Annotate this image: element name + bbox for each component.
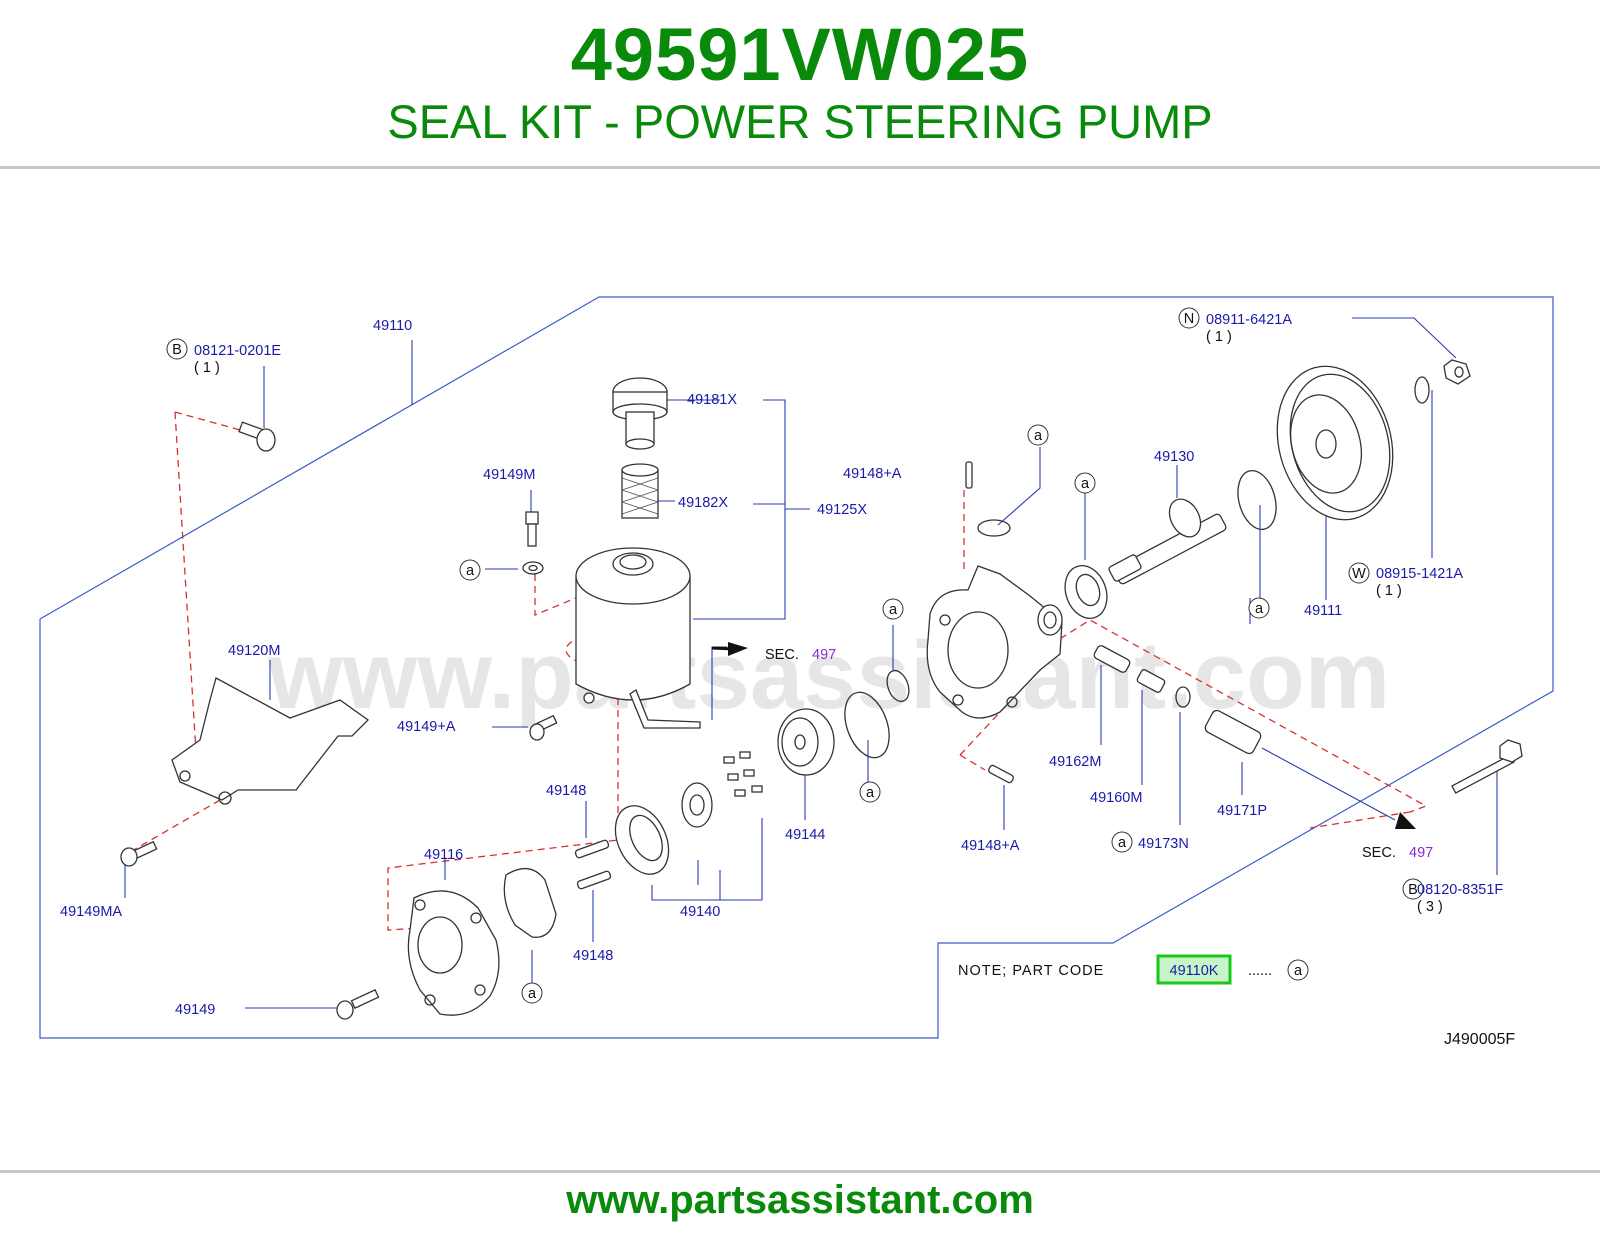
- nut-drawing: [1443, 359, 1471, 385]
- dowel-pins-drawing: [574, 839, 612, 890]
- bolt-49149-drawing: [336, 989, 380, 1020]
- label-49148A-top: 49148+A: [843, 466, 902, 482]
- label-49160M: 49160M: [1090, 790, 1142, 806]
- footer-divider: [0, 1170, 1600, 1173]
- bolt-49149MA-drawing: [120, 840, 158, 867]
- note-code: 49110K: [1170, 963, 1219, 979]
- part-labels: 49110 08121-0201E ( 1 ) 49181X 49182X 49…: [60, 312, 1503, 1018]
- o-rings-drawing: [844, 519, 1191, 759]
- bolt-08120-drawing: [1451, 739, 1523, 794]
- pressure-plate-drawing: [777, 708, 835, 776]
- cam-ring-drawing: [614, 782, 713, 875]
- parts-diagram: www.partsassistant.com: [39, 296, 1554, 1048]
- label-49149M: 49149M: [483, 467, 535, 483]
- label-08121-qty: ( 1 ): [194, 360, 220, 376]
- label-49148-b: 49148: [573, 948, 613, 964]
- label-49148-a: 49148: [546, 783, 586, 799]
- label-49148A-bottom: 49148+A: [961, 838, 1020, 854]
- header-divider: [0, 166, 1600, 169]
- label-49125X: 49125X: [817, 502, 867, 518]
- callout-a-4: a: [1255, 601, 1264, 617]
- label-08120-qty: ( 3 ): [1417, 899, 1443, 915]
- callout-N-08911: N: [1184, 311, 1194, 327]
- label-49130: 49130: [1154, 449, 1194, 465]
- oil-seal-drawing: [1064, 565, 1108, 619]
- reservoir-drawing: [575, 547, 701, 729]
- label-49149: 49149: [175, 1002, 215, 1018]
- bolt-08121-drawing: [238, 421, 276, 452]
- assembly-frame: [39, 296, 1554, 1039]
- relief-valve-drawing: [988, 645, 1262, 784]
- label-49182X: 49182X: [678, 495, 728, 511]
- label-49173N: 49173N: [1138, 836, 1189, 852]
- label-08120-8351F: 08120-8351F: [1417, 882, 1503, 898]
- vanes-drawing: [723, 751, 763, 797]
- part-number-title: 49591VW025: [570, 13, 1030, 96]
- label-49144: 49144: [785, 827, 825, 843]
- label-49111: 49111: [1304, 603, 1342, 619]
- bolt-49149M-drawing: [522, 511, 544, 575]
- callout-circles: B N W B a a a a a a a a a: [166, 307, 1424, 1004]
- label-49149MA: 49149MA: [60, 904, 122, 920]
- label-49120M: 49120M: [228, 643, 280, 659]
- note-code-highlight: [1156, 954, 1232, 985]
- label-08915-1421A: 08915-1421A: [1376, 566, 1463, 582]
- drawing-code: J490005F: [1444, 1031, 1515, 1048]
- note-dots: ......: [1248, 963, 1272, 979]
- pulley-drawing: [1276, 365, 1394, 521]
- label-08915-qty: ( 1 ): [1376, 583, 1402, 599]
- callout-B-08121: B: [172, 342, 182, 358]
- label-sec-2: SEC.: [1362, 845, 1396, 861]
- label-08911-qty: ( 1 ): [1206, 329, 1232, 345]
- section-arrow-2: [1395, 812, 1416, 829]
- pump-body-drawing: [926, 461, 1063, 719]
- callout-a-6: a: [866, 785, 875, 801]
- bolt-49149A-drawing: [529, 714, 558, 741]
- note-callout-a: a: [1294, 963, 1303, 979]
- label-49149A: 49149+A: [397, 719, 456, 735]
- label-sec-2-number: 497: [1409, 845, 1433, 861]
- footer-website-link[interactable]: www.partsassistant.com: [566, 1178, 1034, 1222]
- watermark-text: www.partsassistant.com: [267, 622, 1390, 729]
- callout-B-08120: B: [1408, 882, 1418, 898]
- callout-a-3: a: [1081, 476, 1090, 492]
- rear-gasket-drawing: [503, 868, 557, 938]
- label-08121-0201E: 08121-0201E: [194, 343, 281, 359]
- snap-ring-drawing: [1237, 376, 1430, 530]
- bracket-49120M-drawing: [171, 677, 370, 805]
- note-text: NOTE; PART CODE: [958, 963, 1104, 979]
- callout-a-8: a: [1118, 835, 1127, 851]
- label-49140: 49140: [680, 904, 720, 920]
- label-49181X: 49181X: [687, 392, 737, 408]
- callout-W-08915: W: [1352, 566, 1366, 582]
- label-08911-6421A: 08911-6421A: [1206, 312, 1292, 328]
- label-49116: 49116: [424, 847, 463, 863]
- drive-shaft-drawing: [1108, 498, 1227, 585]
- rear-cover-drawing: [407, 890, 500, 1016]
- label-sec-1-number: 497: [812, 647, 836, 663]
- leader-lines: [124, 317, 1498, 1009]
- part-name-subtitle: SEAL KIT - POWER STEERING PUMP: [387, 95, 1213, 148]
- part-code-note: NOTE; PART CODE 49110K ......: [958, 954, 1272, 985]
- label-sec-1: SEC.: [765, 647, 799, 663]
- page-header: 49591VW025 SEAL KIT - POWER STEERING PUM…: [0, 0, 1600, 168]
- label-49110: 49110: [373, 318, 412, 334]
- label-49171P: 49171P: [1217, 803, 1267, 819]
- label-49162M: 49162M: [1049, 754, 1101, 770]
- callout-a-2: a: [1034, 428, 1043, 444]
- section-arrow-1: [711, 642, 748, 656]
- strainer-drawing: [621, 463, 659, 519]
- reservoir-cap-drawing: [612, 377, 668, 450]
- callout-a-7: a: [528, 986, 537, 1002]
- callout-a-5: a: [889, 602, 898, 618]
- callout-a-1: a: [466, 563, 475, 579]
